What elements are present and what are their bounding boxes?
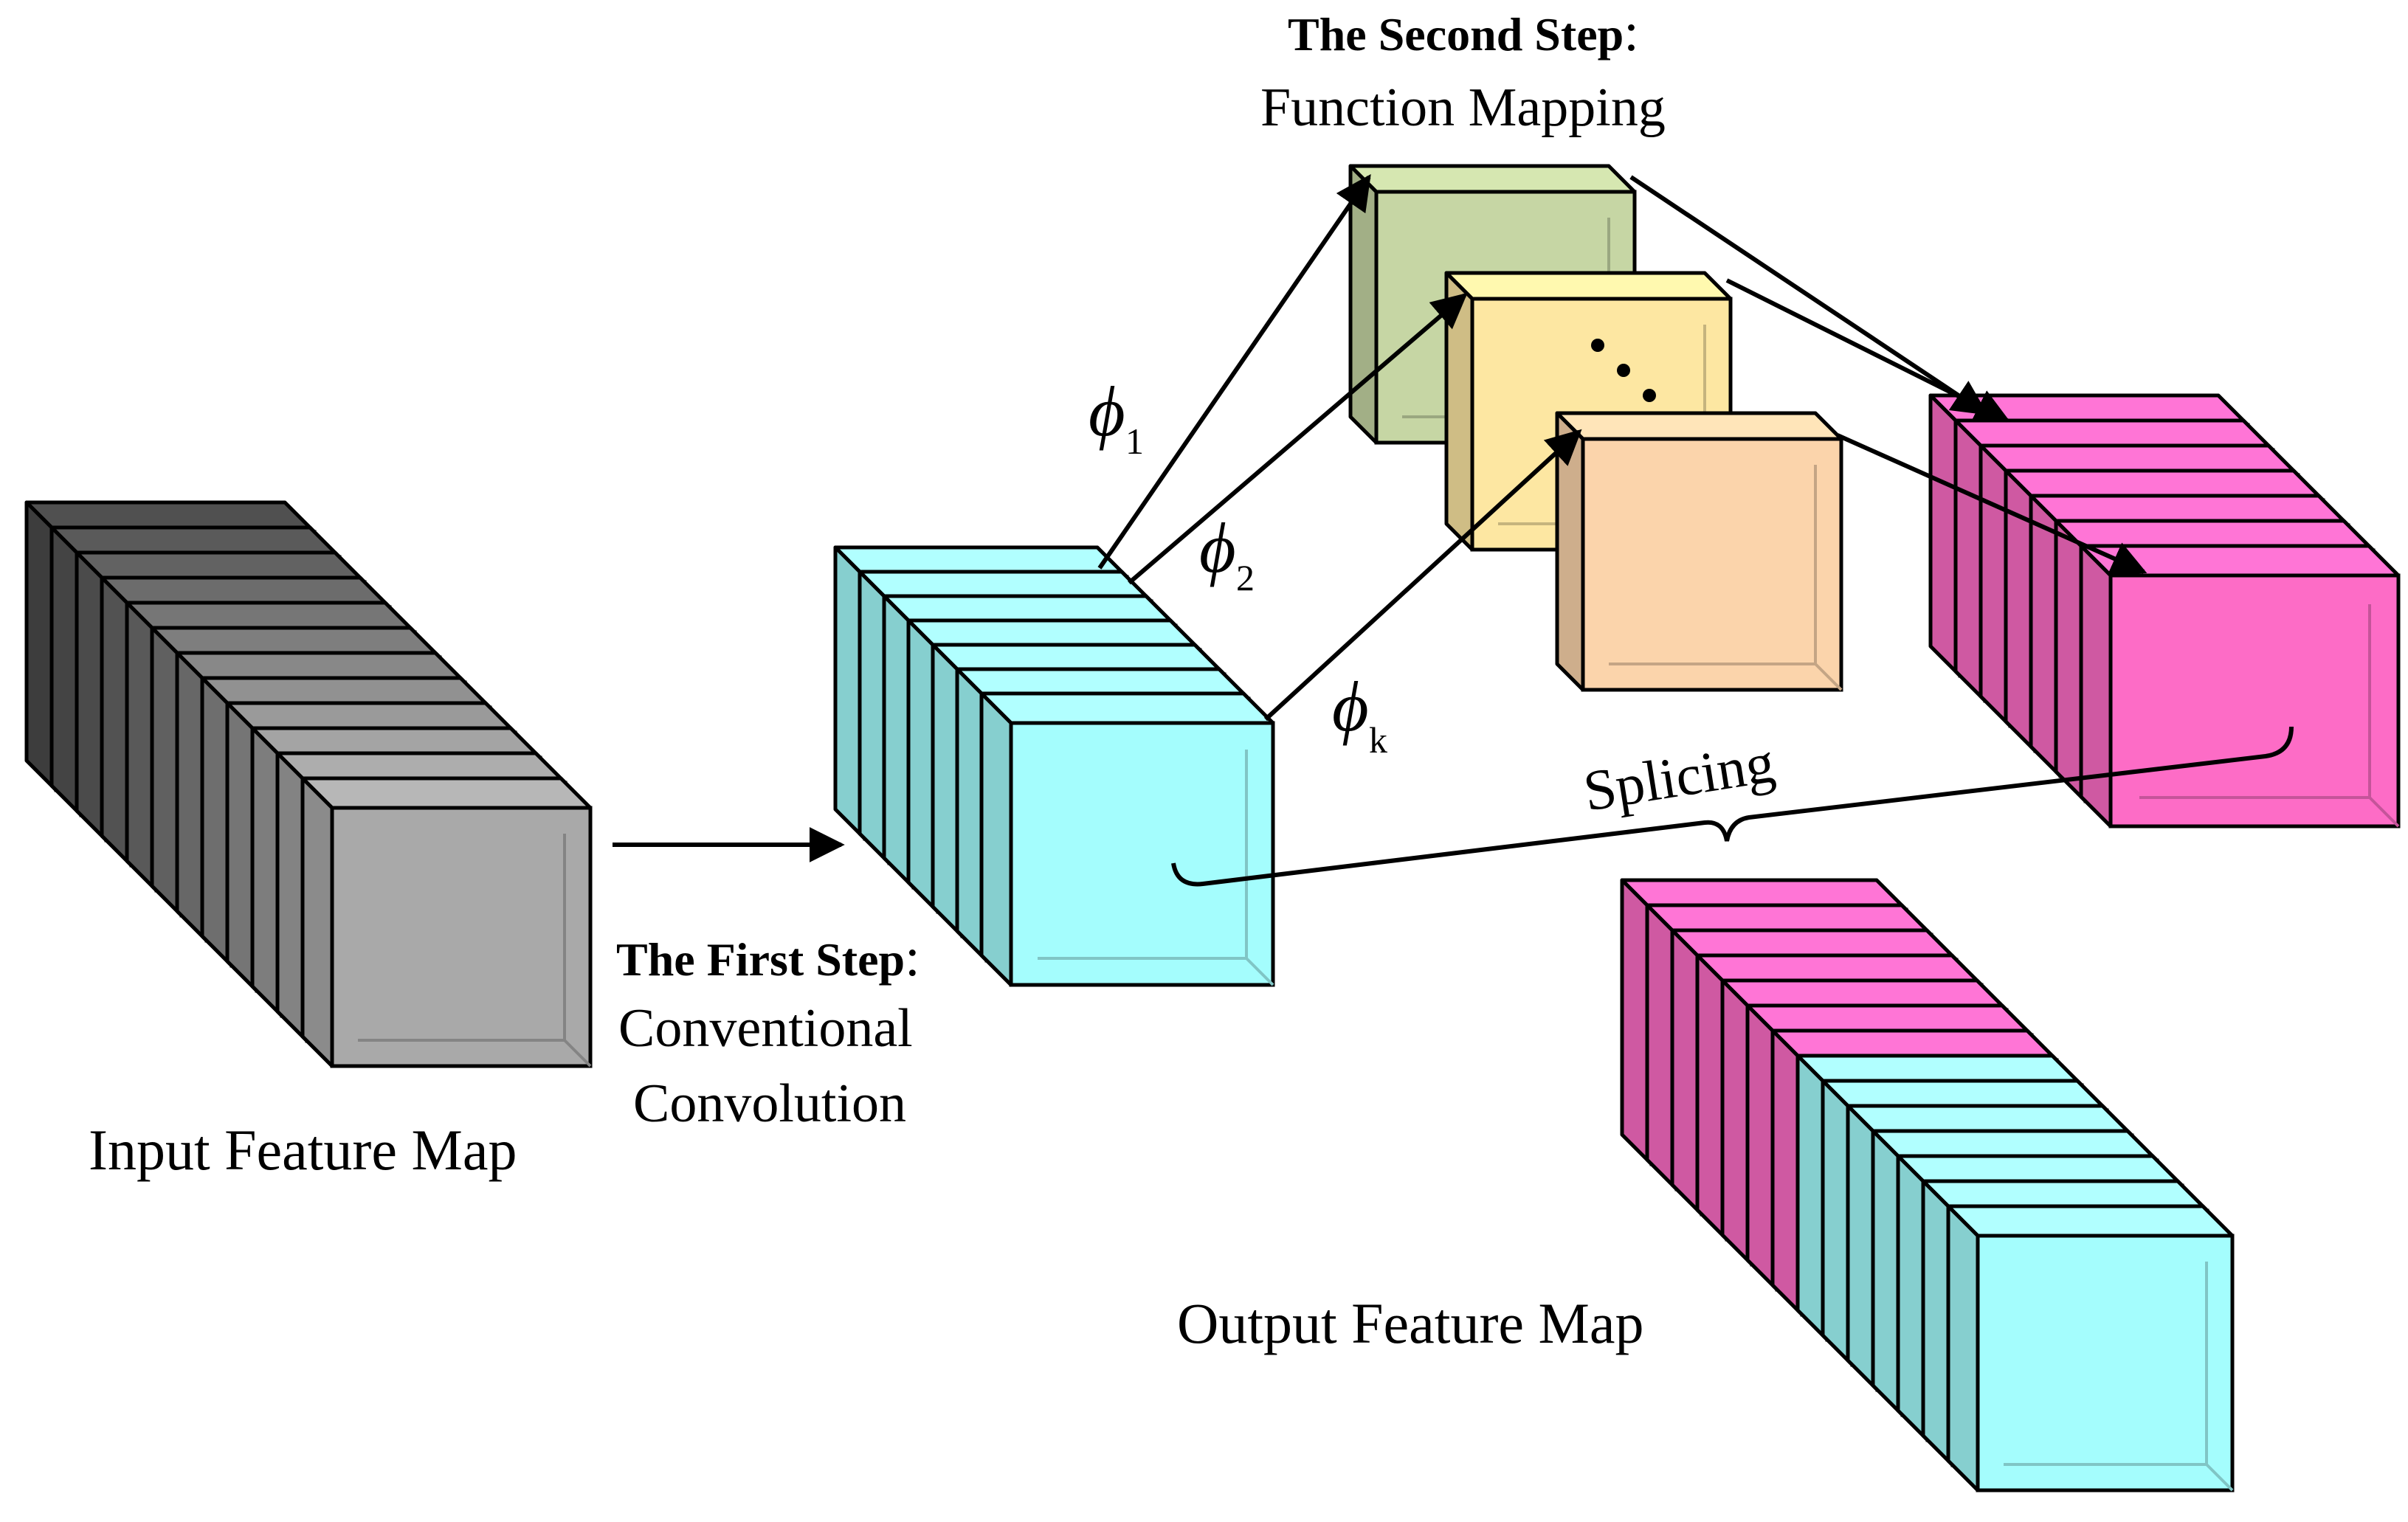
phi1-label: ϕ 1 xyxy=(1089,372,1144,462)
green-to-pink-arrow xyxy=(1629,175,1988,415)
output-feature-map-label: Output Feature Map xyxy=(1177,1291,1644,1355)
svg-text:2: 2 xyxy=(1236,557,1255,598)
phik-arrow xyxy=(1263,429,1582,722)
mapped-map-slice-7 xyxy=(2079,544,2401,829)
splicing-label: Splicing xyxy=(1579,730,1779,823)
arrows xyxy=(613,174,2147,862)
splicing-brace xyxy=(1171,726,2294,887)
output-feature-map-stack xyxy=(1620,878,2235,1492)
peach-to-pink-arrow xyxy=(1836,433,2147,575)
svg-text:k: k xyxy=(1369,719,1387,761)
function-mapping-blocks xyxy=(1348,164,1843,692)
phi1-arrow xyxy=(1097,174,1371,570)
svg-text:ϕ: ϕ xyxy=(1199,508,1236,587)
phi2-arrow xyxy=(1128,292,1468,585)
phik-label: ϕ k xyxy=(1332,667,1387,761)
ellipsis-dots xyxy=(1591,339,1656,402)
second-step-title: The Second Step: xyxy=(1288,2,1639,63)
svg-text:1: 1 xyxy=(1125,421,1144,462)
function-map-peach xyxy=(1555,411,1843,692)
yellow-to-pink-arrow xyxy=(1725,278,2011,423)
svg-text:ϕ: ϕ xyxy=(1089,372,1125,451)
output-map-slice-14 xyxy=(1946,1204,2235,1492)
first-step-line2: Convolution xyxy=(633,1073,906,1134)
second-step-line1: Function Mapping xyxy=(1260,77,1666,138)
input-map-slice-12 xyxy=(300,776,593,1068)
conv-map-slice-7 xyxy=(979,691,1275,987)
phi2-label: ϕ 2 xyxy=(1199,508,1255,598)
input-feature-map-stack xyxy=(24,500,593,1068)
mapped-feature-stack xyxy=(1928,393,2401,829)
input-feature-map-label: Input Feature Map xyxy=(89,1118,517,1182)
first-step-title: The First Step: xyxy=(616,927,920,988)
first-step-line1: Conventional xyxy=(618,998,913,1059)
svg-text:ϕ: ϕ xyxy=(1332,667,1369,746)
conventional-convolution-stack xyxy=(833,545,1275,987)
